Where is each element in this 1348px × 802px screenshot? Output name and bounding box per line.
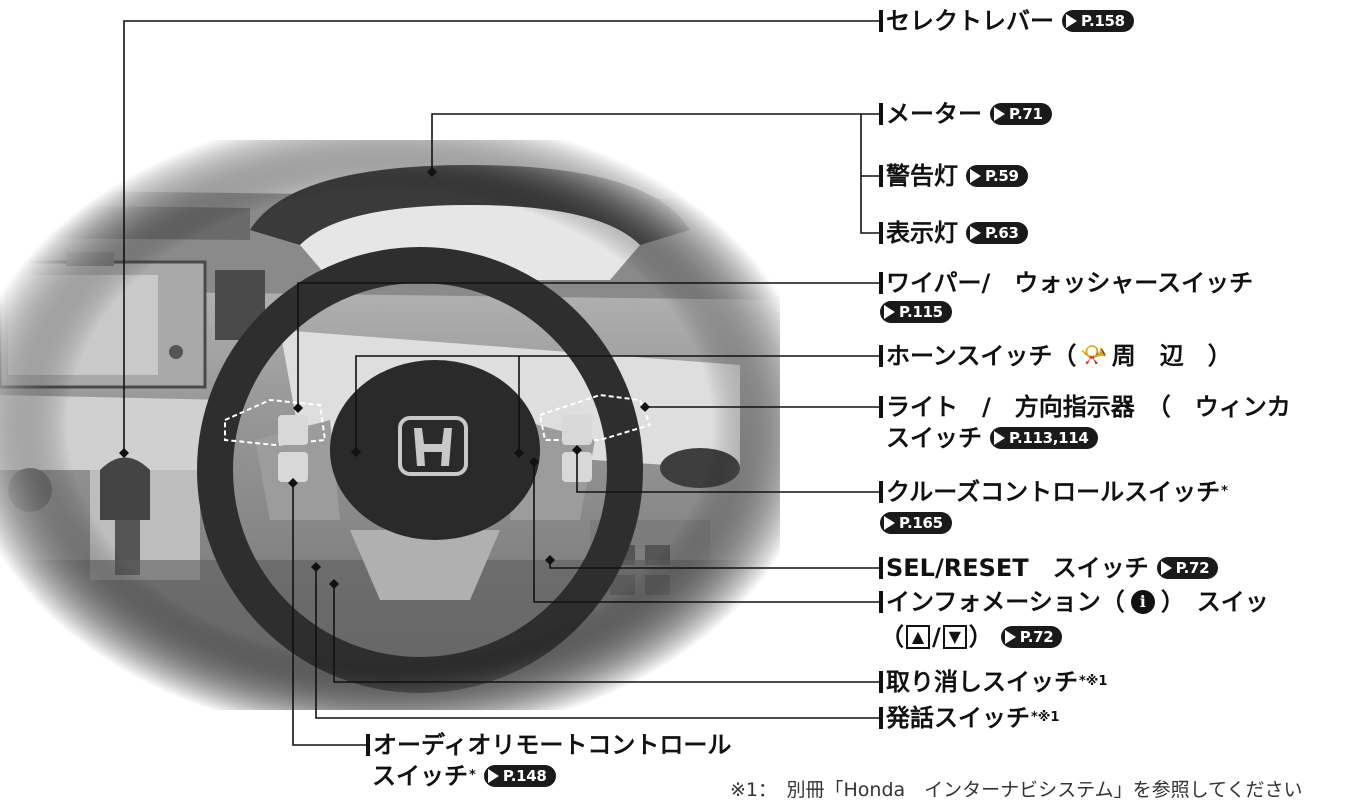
label-info-line2: （ ▲ / ▼ ） P.72	[880, 623, 1063, 651]
arrow-right-icon	[884, 305, 895, 319]
page-ref-warning-light[interactable]: P.59	[966, 165, 1028, 187]
label-cruise-control: クルーズコントロールスイッチ*	[879, 478, 1228, 506]
arrow-right-icon	[970, 226, 981, 240]
down-triangle-icon: ▼	[942, 625, 967, 649]
label-select-lever: セレクトレバー P.158	[879, 7, 1134, 35]
footnote: ※1： 別冊「Honda インターナビシステム」を参照してください	[730, 779, 1303, 801]
page-ref-light[interactable]: P.113,114	[990, 427, 1098, 449]
label-meter: メーター P.71	[879, 100, 1052, 128]
arrow-right-icon	[884, 516, 895, 530]
label-wiper-switch: ワイパー/ ウォッシャースイッチ	[879, 269, 1253, 297]
arrow-right-icon	[1004, 630, 1016, 644]
arrow-right-icon	[1160, 561, 1172, 575]
page-ref-cruise[interactable]: P.165	[880, 512, 952, 534]
arrow-right-icon	[1066, 14, 1077, 28]
horn-icon: 📯	[1080, 343, 1108, 368]
page-ref-indicator-light[interactable]: P.63	[966, 222, 1028, 244]
label-light-turn-switch: ライト / 方向指示器 （ ウィンカ	[879, 393, 1291, 421]
page-ref-meter[interactable]: P.71	[990, 103, 1052, 125]
page-ref-audio[interactable]: P.148	[483, 765, 556, 787]
up-triangle-icon: ▲	[906, 625, 930, 649]
label-warning-light: 警告灯 P.59	[879, 162, 1028, 190]
label-cancel-switch: 取り消しスイッチ*※1	[879, 668, 1107, 696]
arrow-right-icon	[487, 769, 499, 783]
page-ref-select-lever[interactable]: P.158	[1062, 10, 1134, 32]
page-ref-info[interactable]: P.72	[1000, 626, 1063, 648]
page-ref-wiper[interactable]: P.115	[880, 301, 952, 323]
label-audio-line2: スイッチ* P.148	[372, 762, 556, 790]
label-talk-switch: 発話スイッチ*※1	[879, 704, 1059, 732]
arrow-right-icon	[994, 107, 1005, 121]
arrow-right-icon	[970, 169, 981, 183]
label-horn-switch: ホーンスイッチ（ 📯 周 辺 ）	[879, 342, 1232, 370]
arrow-right-icon	[994, 431, 1005, 445]
label-indicator-light: 表示灯 P.63	[879, 219, 1028, 247]
label-info-switch: インフォメーション（ i ） スイッ	[879, 588, 1269, 616]
label-sel-reset: SEL/RESET スイッチ P.72	[879, 554, 1219, 582]
page-ref-sel-reset[interactable]: P.72	[1156, 557, 1219, 579]
label-cruise-page: P.165	[880, 512, 952, 534]
label-wiper-page: P.115	[880, 301, 952, 323]
info-icon: i	[1130, 590, 1155, 614]
label-audio-remote: オーディオリモートコントロール	[366, 731, 731, 759]
label-light-turn-line2: スイッチ P.113,114	[886, 424, 1098, 452]
